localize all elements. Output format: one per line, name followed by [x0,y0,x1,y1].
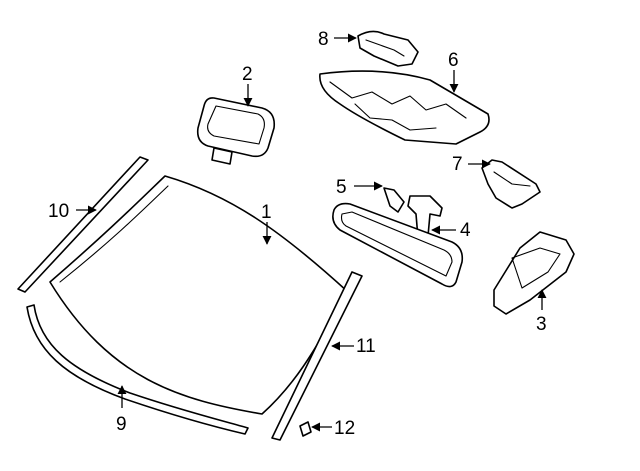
lower-molding[interactable] [26,304,249,435]
callout-10: 10 [48,201,69,222]
mirror-clip[interactable] [383,187,405,213]
leader-lines [76,33,547,432]
callout-8: 8 [318,29,329,50]
mirror-mount[interactable] [407,195,443,239]
callout-12: 12 [334,418,355,439]
rain-sensor[interactable] [196,97,276,165]
callout-1: 1 [261,202,272,223]
callout-4: 4 [460,220,471,241]
side-molding-right[interactable] [271,271,363,441]
callout-5: 5 [336,177,347,198]
callout-7: 7 [452,154,463,175]
clip-part[interactable] [299,421,312,437]
callout-9: 9 [116,414,127,435]
upper-cover[interactable] [357,30,419,67]
callout-3: 3 [536,314,547,335]
callout-6: 6 [448,50,459,71]
callout-11: 11 [356,336,376,357]
mount-bracket[interactable] [493,231,575,315]
overhead-console[interactable] [319,70,490,145]
bracket-cover[interactable] [481,159,541,209]
rearview-mirror[interactable] [332,202,464,288]
side-molding-left[interactable] [17,156,149,293]
callout-2: 2 [242,64,253,85]
